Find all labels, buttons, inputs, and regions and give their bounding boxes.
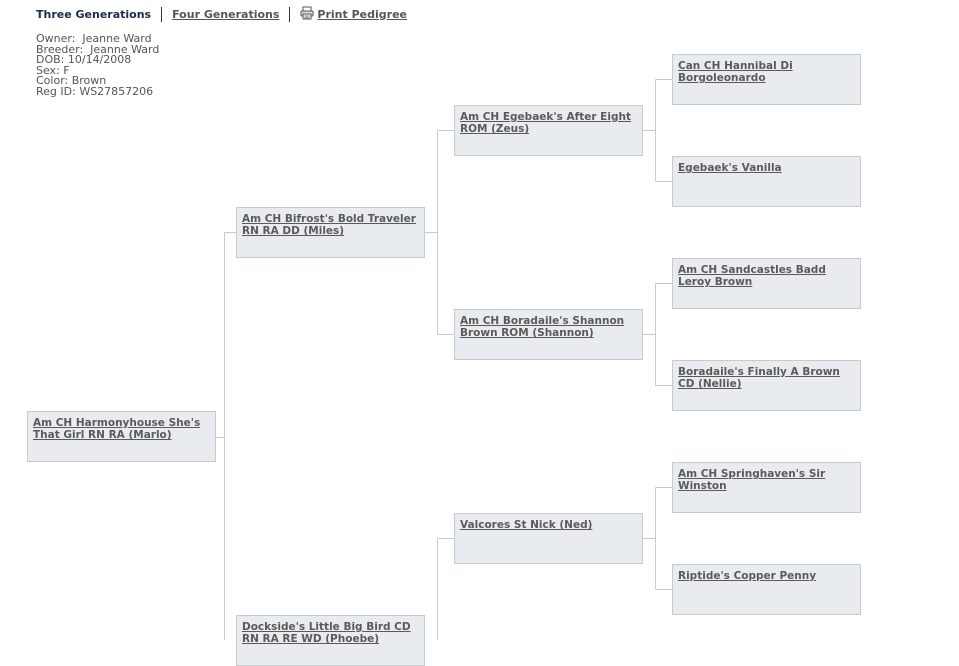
sire-sire-sire-link[interactable]: Can CH Hannibal Di Borgoleonardo — [678, 60, 793, 84]
color-text: Color: Brown — [36, 74, 107, 88]
pedigree-box-sire-dam: Am CH Boradaile's Shannon Brown ROM (Sha… — [454, 309, 643, 360]
pedigree-box-dam-sire: Valcores St Nick (Ned) — [454, 513, 643, 564]
sire-sire-link[interactable]: Am CH Egebaek's After Eight ROM (Zeus) — [460, 111, 631, 135]
sire-dam-dam-link[interactable]: Boradaile's Finally A Brown CD (Nellie) — [678, 366, 840, 390]
dog-info: Owner: Jeanne Ward Breeder: Jeanne Ward … — [36, 32, 160, 98]
nav-divider — [161, 6, 163, 22]
pedigree-nav: Three Generations Four Generations Print… — [36, 6, 407, 22]
sire-sire-dam-link[interactable]: Egebaek's Vanilla — [678, 162, 782, 174]
dam-sire-link[interactable]: Valcores St Nick (Ned) — [460, 519, 593, 531]
pedigree-box-sire-sire-sire: Can CH Hannibal Di Borgoleonardo — [672, 54, 861, 105]
pedigree-box-sire-sire-dam: Egebaek's Vanilla — [672, 156, 861, 207]
pedigree-box-dam: Dockside's Little Big Bird CD RN RA RE W… — [236, 615, 425, 666]
dob-text: DOB: 10/14/2008 — [36, 53, 132, 67]
tab-three-generations: Three Generations — [36, 7, 152, 21]
sire-dam-link[interactable]: Am CH Boradaile's Shannon Brown ROM (Sha… — [460, 315, 625, 339]
sire-link[interactable]: Am CH Bifrost's Bold Traveler RN RA DD (… — [242, 213, 416, 237]
printer-icon[interactable] — [300, 6, 314, 23]
sex-text: Sex: F — [36, 63, 70, 77]
pedigree-box-subject: Am CH Harmonyhouse She's That Girl RN RA… — [27, 411, 216, 462]
pedigree-connector-lines — [215, 79, 672, 640]
breeder-text: Breeder: Jeanne Ward — [36, 42, 160, 56]
nav-divider — [289, 6, 291, 22]
pedigree-box-sire-dam-dam: Boradaile's Finally A Brown CD (Nellie) — [672, 360, 861, 411]
dam-sire-dam-link[interactable]: Riptide's Copper Penny — [678, 570, 817, 582]
sire-dam-sire-link[interactable]: Am CH Sandcastles Badd Leroy Brown — [678, 264, 826, 288]
dam-sire-sire-link[interactable]: Am CH Springhaven's Sir Winston — [678, 468, 826, 492]
owner-text: Owner: Jeanne Ward — [36, 32, 152, 45]
tab-four-generations[interactable]: Four Generations — [172, 7, 280, 21]
pedigree-box-dam-sire-sire: Am CH Springhaven's Sir Winston — [672, 462, 861, 513]
dam-link[interactable]: Dockside's Little Big Bird CD RN RA RE W… — [242, 621, 411, 645]
pedigree-box-sire-dam-sire: Am CH Sandcastles Badd Leroy Brown — [672, 258, 861, 309]
reg-id-text: Reg ID: WS27857206 — [36, 84, 154, 98]
pedigree-box-sire: Am CH Bifrost's Bold Traveler RN RA DD (… — [236, 207, 425, 258]
pedigree-box-sire-sire: Am CH Egebaek's After Eight ROM (Zeus) — [454, 105, 643, 156]
pedigree-box-dam-sire-dam: Riptide's Copper Penny — [672, 564, 861, 615]
subject-link[interactable]: Am CH Harmonyhouse She's That Girl RN RA… — [33, 417, 201, 441]
print-pedigree-link[interactable]: Print Pedigree — [317, 7, 407, 21]
